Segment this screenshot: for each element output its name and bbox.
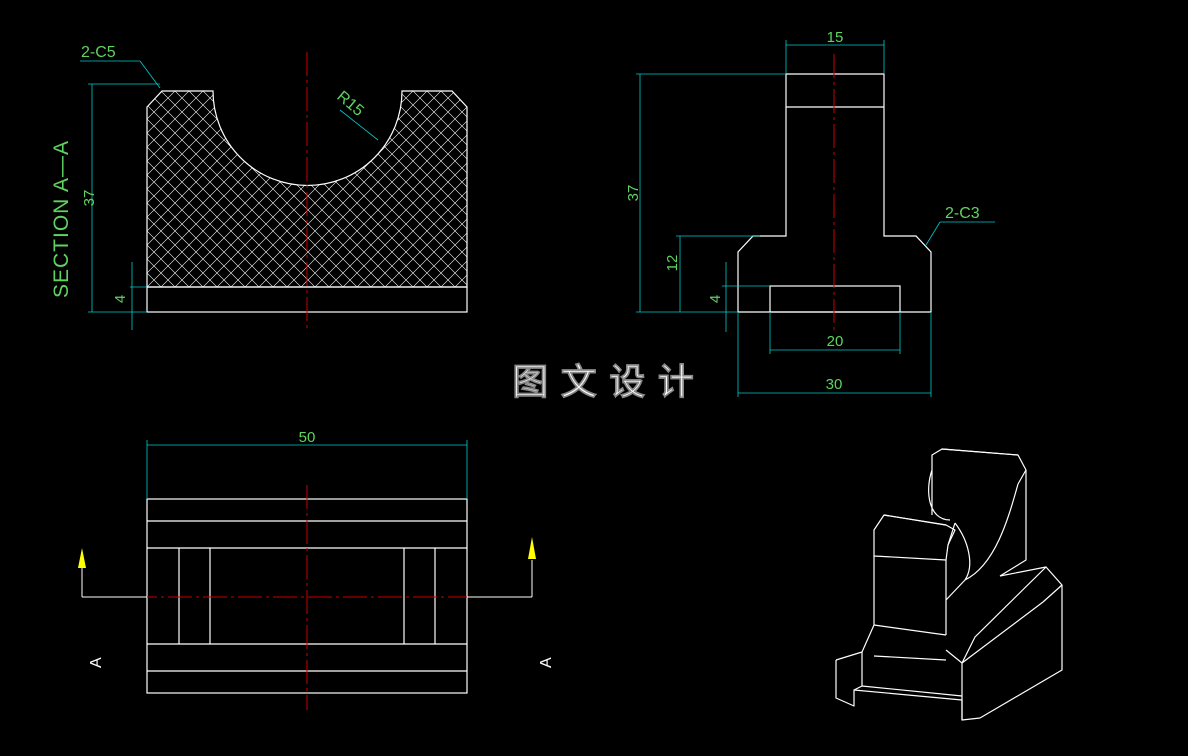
side-view: 15 37 12 4 2-C3 20 30: [625, 29, 995, 397]
section-title: SECTION A—A: [50, 140, 73, 298]
iso-jaw-left-edge: [928, 469, 951, 521]
iso-base-slot: [861, 624, 947, 686]
radius-r15-leader: [339, 109, 379, 141]
dim-20-text: 20: [827, 333, 844, 350]
cut-arrow-left-head: [78, 548, 86, 568]
section-mark-left: A: [88, 657, 105, 668]
isometric-view: [835, 448, 1063, 721]
chamfer-c5-label: 2-C5: [81, 44, 116, 61]
iso-left-block-front: [873, 556, 947, 635]
side-slot: [769, 285, 901, 313]
dim-4-text: 4: [112, 295, 129, 303]
dim-37-text: 37: [81, 190, 98, 207]
watermark-text: 图 文 设 计: [512, 361, 694, 403]
iso-jaw-right-face: [999, 470, 1027, 577]
section-mark-right: A: [538, 657, 555, 668]
chamfer-c3-label: 2-C3: [945, 205, 980, 222]
iso-jaw-top: [941, 448, 1019, 456]
dim-30-text: 30: [826, 376, 843, 393]
iso-left-block-top: [883, 514, 947, 526]
cut-arrow-right-head: [528, 537, 536, 559]
section-outline: [146, 90, 468, 288]
iso-jaw-arc: [964, 483, 1019, 581]
chamfer-c3-leader: [925, 221, 941, 246]
dim-15-text: 15: [827, 29, 844, 46]
chamfer-c5-leader: [139, 60, 161, 89]
dim-12-text: 12: [664, 255, 681, 272]
dim-4-text: 4: [707, 295, 724, 303]
top-view: 50 A A: [78, 429, 555, 710]
dim-37-text: 37: [625, 185, 642, 202]
section-view: 37 4 SECTION A—A 2-C5 R15: [50, 44, 468, 332]
dim-50-text: 50: [299, 429, 316, 446]
